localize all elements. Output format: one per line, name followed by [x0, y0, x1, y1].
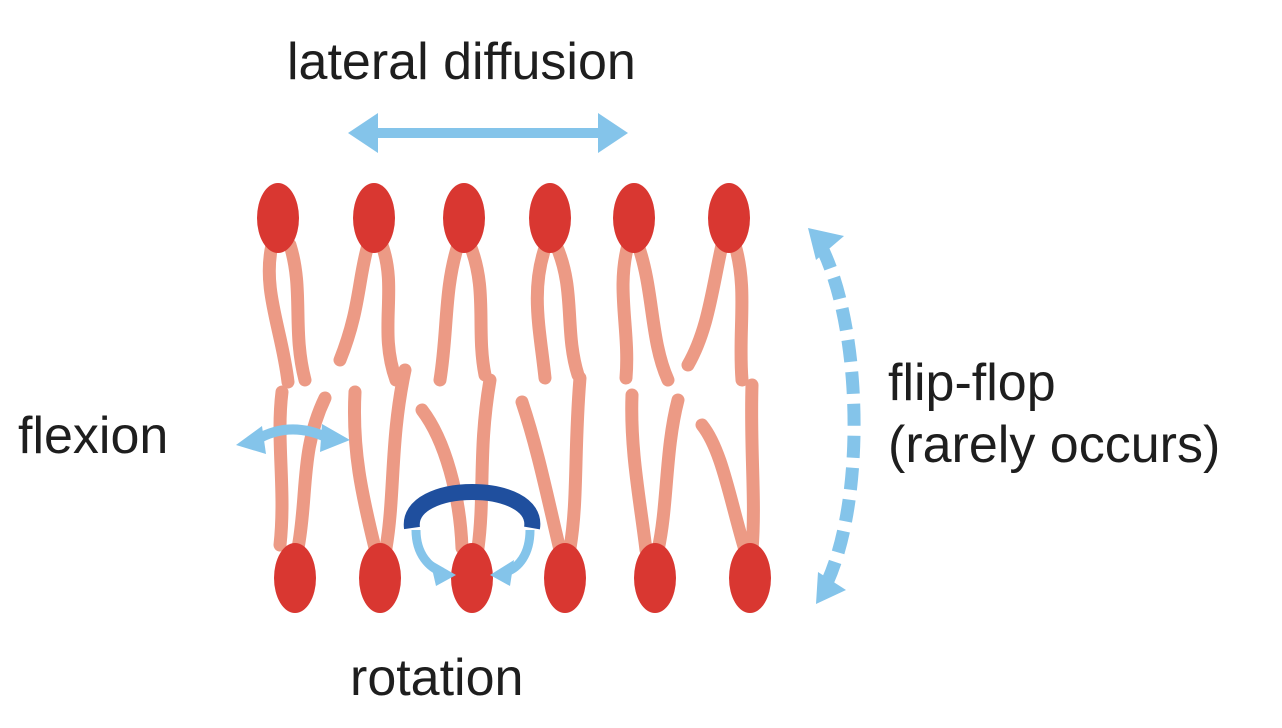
lower-lipid-3-head — [451, 543, 493, 613]
flip-flop-arrow-icon — [808, 228, 861, 604]
lower-lipid-1-head — [274, 543, 316, 613]
upper-lipid-6-tail-a — [681, 238, 729, 372]
upper-lipid-1-head — [257, 183, 299, 253]
upper-lipid-2-head — [353, 183, 395, 253]
upper-lipid-6-head — [708, 183, 750, 253]
rotation-label: rotation — [350, 649, 524, 707]
lower-lipid-5-head — [634, 543, 676, 613]
lower-lipid-1-tail-a — [273, 385, 289, 552]
lower-lipid-2-head — [359, 543, 401, 613]
lateral-diffusion-arrow-icon — [348, 113, 628, 153]
upper-lipid-4-tail-b — [549, 238, 585, 382]
lower-lipid-2-tail-a — [348, 385, 382, 555]
lower-lipid-2-tail-b — [379, 363, 412, 555]
lower-lipid-6-tail-b — [745, 378, 760, 557]
lower-lipid-5-tail-b — [651, 393, 685, 557]
lower-lipid-5-tail-a — [625, 388, 653, 557]
upper-lipid-5-tail-b — [631, 238, 675, 387]
upper-lipid-2-tail-b — [375, 238, 403, 387]
upper-lipid-4-tail-a — [530, 238, 553, 385]
upper-lipid-5-tail-a — [616, 238, 635, 385]
flip-flop-label: flip-flop (rarely occurs) — [888, 352, 1220, 476]
flexion-label: flexion — [18, 407, 169, 465]
upper-leaflet-heads — [257, 183, 750, 253]
flip-flop-title: flip-flop — [888, 354, 1056, 412]
upper-lipid-6-tail-b — [728, 238, 749, 387]
upper-lipid-1-tail-a — [262, 238, 295, 389]
lower-leaflet-tails — [273, 363, 760, 557]
lower-leaflet-heads — [274, 543, 771, 613]
lower-lipid-1-tail-b — [291, 391, 332, 555]
upper-lipid-4-head — [529, 183, 571, 253]
lower-lipid-4-tail-b — [563, 371, 587, 555]
upper-lipid-2-tail-a — [333, 238, 375, 367]
upper-lipid-3-head — [443, 183, 485, 253]
upper-lipid-1-tail-b — [283, 238, 312, 387]
upper-lipid-3-tail-b — [463, 238, 492, 382]
upper-lipid-5-head — [613, 183, 655, 253]
lower-lipid-3-tail-a — [415, 403, 469, 555]
upper-leaflet-tails — [262, 238, 749, 389]
flexion-arrow-icon — [236, 424, 350, 454]
lower-lipid-4-tail-a — [515, 395, 567, 557]
lower-lipid-6-tail-a — [695, 418, 752, 557]
flip-flop-note: (rarely occurs) — [888, 416, 1221, 474]
lower-lipid-6-head — [729, 543, 771, 613]
lateral-diffusion-label: lateral diffusion — [287, 33, 636, 91]
lower-lipid-3-tail-b — [471, 373, 497, 555]
rotation-arrow-icon — [403, 484, 541, 586]
upper-lipid-3-tail-a — [433, 238, 465, 387]
lower-lipid-4-head — [544, 543, 586, 613]
